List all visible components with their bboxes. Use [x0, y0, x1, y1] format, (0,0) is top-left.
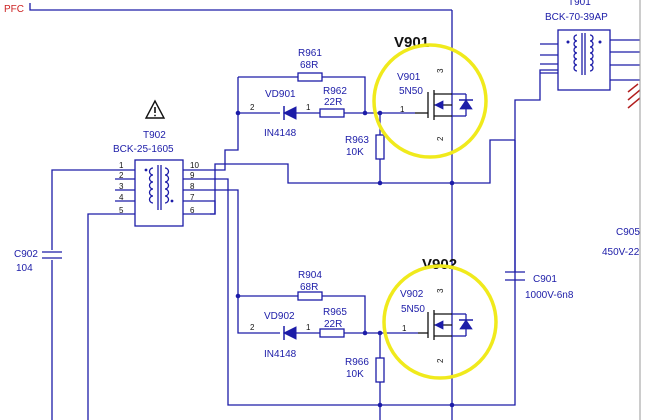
junction-gate902 [362, 330, 368, 336]
r965-value: 22R [324, 319, 342, 330]
r962-resistor [319, 108, 345, 118]
v901-pin-2: 2 [436, 136, 445, 141]
vd901-ref: VD901 [265, 89, 296, 100]
r904-value: 68R [300, 282, 318, 293]
t902-pin-7: 7 [190, 193, 195, 202]
t902-pin-6: 6 [190, 206, 195, 215]
t902-pin9-wire [210, 178, 452, 406]
t902-transformer [115, 159, 210, 227]
t902-pin8-wire [210, 189, 239, 270]
t902-pin5-wire [87, 213, 115, 420]
vd901-diode [282, 106, 297, 120]
warning-triangle-icon [144, 99, 166, 119]
c901-ref: C901 [533, 274, 557, 285]
t902-pin-3: 3 [119, 182, 124, 191]
vd902-ref: VD902 [264, 311, 295, 322]
r963-value: 10K [346, 147, 364, 158]
t901-part: BCK-70-39AP [545, 12, 608, 23]
v902-highlight-circle [382, 264, 498, 380]
r966-resistor [375, 357, 385, 383]
r904-ref: R904 [298, 270, 322, 281]
junction-gate901 [362, 110, 368, 116]
junction-r963-bottom [377, 180, 383, 186]
v902-ref: V902 [400, 289, 424, 300]
r965-ref: R965 [323, 307, 347, 318]
vd901-pin-1: 1 [306, 103, 311, 112]
v902-mosfet [418, 310, 473, 340]
t902-pin-4: 4 [119, 193, 124, 202]
vd902-part: IN4148 [264, 349, 297, 360]
c901-link-wire [452, 139, 515, 184]
c902-ref: C902 [14, 249, 38, 260]
v901-ref: V901 [397, 72, 421, 83]
pfc-marker [29, 3, 38, 11]
v901-part: 5N50 [399, 86, 423, 97]
hatch-mark [627, 83, 641, 109]
v902-pin-1: 1 [402, 324, 407, 333]
v902-part: 5N50 [401, 304, 425, 315]
r965-resistor [319, 328, 345, 338]
t901-ref: T901 [568, 0, 591, 8]
t902-pin-9: 9 [190, 171, 195, 180]
c902-value: 104 [16, 263, 33, 274]
t902-pin6-wire [210, 163, 452, 215]
t902-pin-8: 8 [190, 182, 195, 191]
pfc-label: PFC [4, 4, 24, 15]
t902-pin7-6-wire [210, 200, 216, 215]
r961-resistor [297, 72, 323, 82]
r966-value: 10K [346, 369, 364, 380]
t902-pin-5: 5 [119, 206, 124, 215]
t902-pin10-wire [210, 77, 239, 171]
t902-pin-2: 2 [119, 171, 124, 180]
r904-resistor [297, 291, 323, 301]
vd902-diode [282, 326, 297, 340]
r962-ref: R962 [323, 86, 347, 97]
r961-value: 68R [300, 60, 318, 71]
t902-pin-1: 1 [119, 161, 124, 170]
t902-pin-10: 10 [190, 161, 199, 170]
r963-resistor [375, 134, 385, 160]
v901-highlight-circle [372, 43, 488, 159]
vd902-pin-2: 2 [250, 323, 255, 332]
t901-transformer [540, 29, 640, 91]
r962-value: 22R [324, 97, 342, 108]
r961-ref: R961 [298, 48, 322, 59]
junction-vd901-left [235, 110, 241, 116]
v901-pin-1: 1 [400, 105, 405, 114]
v901-pin-3: 3 [436, 68, 445, 73]
vd901-part: IN4148 [264, 128, 297, 139]
vd901-pin-2: 2 [250, 103, 255, 112]
c902-top-wire [51, 169, 115, 250]
t902-ref: T902 [143, 130, 166, 141]
v902-pin-2: 2 [436, 358, 445, 363]
c905-value: 450V-22 [602, 247, 640, 258]
c905-ref: C905 [616, 227, 640, 238]
r963-ref: R963 [345, 135, 369, 146]
c901-value: 1000V-6n8 [525, 290, 574, 301]
v902-pin-3: 3 [436, 288, 445, 293]
drain-return-wire [452, 69, 558, 406]
vd902-pin-1: 1 [306, 323, 311, 332]
junction-r966-bottom [377, 402, 383, 408]
t902-part: BCK-25-1605 [113, 144, 174, 155]
r966-ref: R966 [345, 357, 369, 368]
v901-mosfet [415, 90, 473, 120]
